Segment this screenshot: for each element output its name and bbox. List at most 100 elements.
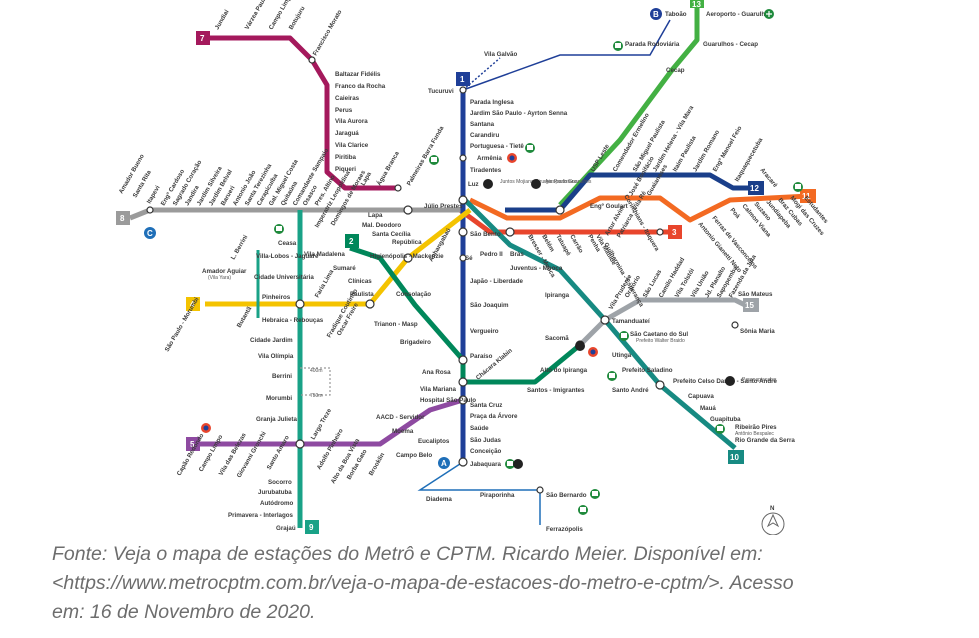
station-lapa8: Lapa: [368, 212, 383, 219]
line-9-badge: 9: [305, 520, 319, 534]
station-vila-clarice: Vila Clarice: [335, 142, 369, 149]
connection-icon: [201, 423, 211, 433]
station-usp-leste: USP Leste: [590, 143, 612, 173]
station-sonia-maria: Sônia Maria: [740, 328, 775, 335]
station-ceasa: Ceasa: [278, 240, 297, 247]
station-sao-caetano-sub: Prefeito Walter Braido: [636, 338, 685, 344]
svg-text:11: 11: [802, 192, 811, 201]
svg-text:B: B: [653, 10, 659, 19]
station-vila-galvao: Vila Galvão: [484, 51, 517, 58]
bus-terminal-icon: [525, 143, 535, 153]
station-hospital: Hospital São Paulo: [420, 397, 476, 404]
bus-terminal-icon: [619, 331, 629, 341]
train-icon: [483, 179, 735, 469]
station-sao-bento: São Bento: [470, 231, 501, 238]
station-socorro: Socorro: [268, 479, 292, 486]
line-8-path: [129, 207, 465, 221]
station-ana-rosa: Ana Rosa: [422, 369, 451, 376]
station-santana: Santana: [470, 121, 495, 128]
station-dots: [146, 56, 739, 494]
line-5-badge: 5: [186, 437, 200, 451]
station-faria-lima: Faria Lima: [314, 268, 336, 299]
station-campo-belo: Campo Belo: [396, 452, 432, 459]
station-sao-paulo-morumbi: São Paulo - Morumbi: [164, 296, 201, 353]
station-amador-aguiar: Amador Aguiar: [202, 268, 247, 275]
station-pinheiros: Pinheiros: [262, 294, 291, 301]
station-paraiso: Paraíso: [470, 353, 493, 360]
station-brigadeiro: Brigadeiro: [400, 339, 431, 346]
station-consolacao: Consolação: [396, 291, 431, 298]
station-prefeito-saladino: Prefeito Saladino: [622, 367, 673, 374]
line-4-path: [205, 208, 472, 307]
station-sao-joaquim: São Joaquim: [470, 302, 509, 309]
station-sao-caetano: São Caetano do Sul: [630, 331, 688, 338]
station-jurubatuba: Jurubatuba: [258, 489, 292, 496]
station-piritiba: Piritiba: [335, 154, 357, 161]
line-7-path: [210, 35, 398, 191]
svg-text:15: 15: [745, 301, 754, 310]
walk-link: [300, 367, 331, 396]
blue-link-north-guarulhos: [462, 19, 671, 91]
station-autodromo: Autódromo: [260, 500, 294, 507]
station-cidade-univ: Cidade Universitária: [254, 274, 314, 281]
station-santo-andre: Santo André: [612, 387, 649, 394]
bus-terminal-icon: [793, 182, 803, 192]
station-ipiranga: Ipiranga: [545, 292, 570, 299]
station-carandiru: Carandiru: [470, 132, 499, 139]
station-engenheiro-goulart: Engº Goulart: [590, 203, 628, 210]
station-guarulhos-cecap: Guarulhos - Cecap: [703, 41, 758, 48]
station-guapituba: Guapituba: [710, 416, 741, 423]
station-parada-inglesa: Parada Inglesa: [470, 99, 514, 106]
connection-icon: [588, 347, 598, 357]
station-morumbi: Morumbi: [266, 395, 292, 402]
svg-text:5: 5: [190, 440, 195, 449]
station-vila-olimpia: Vila Olímpia: [258, 353, 294, 360]
station-tamanduatei: Tamanduateí: [612, 318, 650, 325]
station-armenia: Armênia: [477, 155, 502, 162]
bus-terminal-icon: [590, 489, 600, 499]
station-caieiras: Caieiras: [335, 95, 360, 102]
station-taboao: Taboão: [665, 11, 687, 18]
station-perus: Perus: [335, 107, 353, 114]
svg-text:4: 4: [190, 300, 195, 309]
station-cidade-jardim: Cidade Jardim: [250, 337, 293, 344]
station-itaquaquecetuba: Itaquaquecetuba: [734, 136, 765, 183]
svg-text:3: 3: [672, 228, 677, 237]
line-5-path: [200, 397, 464, 447]
station-brooklin: Brooklin: [368, 452, 387, 477]
bus-terminal-icon: [578, 505, 588, 515]
bus-terminal-icon: [505, 459, 515, 469]
station-berrini: Berrini: [272, 373, 292, 380]
bus-link-south: [417, 461, 541, 525]
station-capuava: Capuava: [688, 393, 714, 400]
line-7-badge: 7: [196, 31, 210, 45]
station-conceicao: Conceição: [470, 448, 502, 455]
line-4-badge: 4: [186, 297, 200, 311]
station-paulista: Paulista: [350, 291, 374, 298]
line-12-badge: 12: [748, 181, 764, 195]
north-arrow-icon: N: [761, 505, 785, 535]
station-rio-grande: Rio Grande da Serra: [735, 437, 795, 444]
station-juventus: Juventus - Mooca: [510, 265, 563, 272]
station-botujuru: Botujuru: [288, 5, 307, 31]
svg-text:2: 2: [349, 237, 354, 246]
station-ribeirao-pires: Ribeirão Pires: [735, 424, 777, 431]
station-clinicas: Clínicas: [348, 278, 372, 285]
caption-line-2: <https://www.metrocptm.com.br/veja-o-map…: [52, 572, 794, 594]
station-moema: Moema: [392, 428, 414, 435]
line-10-badge: 10: [728, 450, 744, 464]
station-portuguesa: Portuguesa - Tietê: [470, 143, 524, 150]
line-11-badge: 11: [800, 189, 816, 203]
station-marechal: Mal. Deodoro: [362, 222, 401, 229]
station-santa-cruz: Santa Cruz: [470, 402, 502, 409]
station-jundiai: Jundiaí: [214, 8, 231, 31]
station-l-berrini: L. Berrini: [230, 234, 250, 261]
station-tiradentes: Tiradentes: [470, 167, 502, 174]
svg-text:7: 7: [200, 34, 205, 43]
svg-text:9: 9: [309, 523, 314, 532]
bus-terminal-icon: [607, 371, 617, 381]
station-ferrazopolis: Ferrazópolis: [546, 526, 583, 533]
station-palmeiras: Palmeiras Barra Funda: [406, 125, 446, 187]
station-santos-imigrantes: Santos - Imigrantes: [527, 387, 585, 394]
connection-icon: [507, 153, 517, 163]
